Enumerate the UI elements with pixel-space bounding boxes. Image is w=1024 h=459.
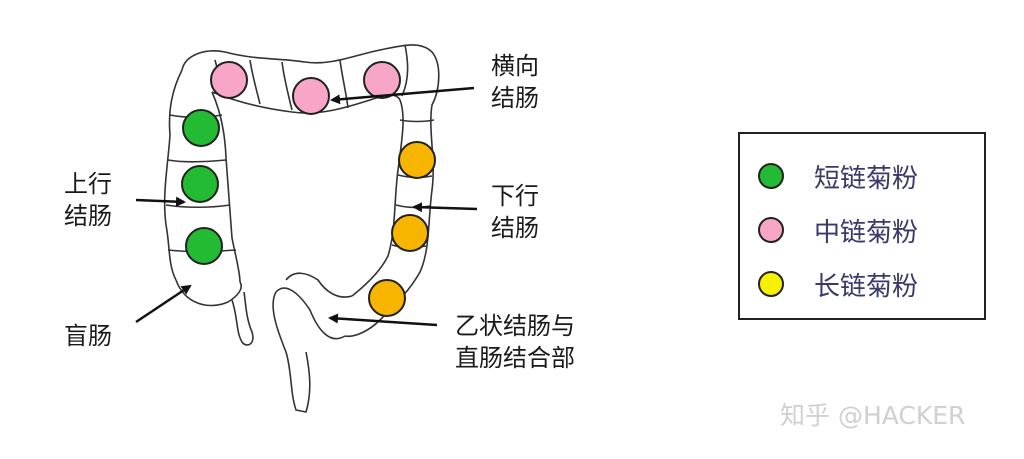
marker-medium-1: [210, 61, 248, 99]
label-descending-colon: 下行 结肠: [491, 180, 539, 244]
legend-item-long: 长链菊粉: [758, 264, 918, 304]
label-cecum: 盲肠: [64, 320, 112, 352]
marker-short-2: [181, 165, 219, 203]
arrow-ascending: [135, 196, 186, 207]
watermark: 知乎 @HACKER: [780, 401, 966, 430]
label-transverse-colon: 横向 结肠: [491, 50, 539, 114]
legend-dot-long: [758, 271, 784, 297]
marker-medium-2: [292, 77, 330, 115]
marker-short-1: [182, 109, 220, 147]
label-sigmoid-rectum: 乙状结肠与 直肠结合部: [455, 310, 575, 374]
label-arrows: [135, 86, 478, 327]
marker-medium-3: [363, 61, 401, 99]
label-descending-line1: 下行: [491, 182, 539, 210]
legend: 短链菊粉 中链菊粉 长链菊粉: [738, 132, 986, 320]
marker-long-3: [368, 279, 406, 317]
arrow-descending: [412, 202, 478, 213]
legend-item-short: 短链菊粉: [758, 156, 918, 196]
arrow-transverse: [330, 86, 475, 105]
label-ascending-line1: 上行: [64, 170, 112, 198]
inulin-markers: [181, 61, 436, 317]
arrow-sigmoid: [328, 313, 438, 327]
label-transverse-line2: 结肠: [491, 84, 539, 112]
label-cecum-text: 盲肠: [64, 322, 112, 350]
marker-short-3: [185, 227, 223, 265]
legend-label-medium: 中链菊粉: [814, 217, 919, 248]
label-descending-line2: 结肠: [491, 214, 539, 242]
label-transverse-line1: 横向: [491, 52, 539, 80]
label-ascending-line2: 结肠: [64, 202, 112, 230]
legend-dot-medium: [758, 217, 784, 243]
legend-dot-short: [758, 163, 784, 189]
legend-label-short: 短链菊粉: [814, 163, 919, 194]
arrow-cecum: [135, 284, 192, 324]
marker-long-1: [398, 141, 436, 179]
label-sigmoid-line2: 直肠结合部: [455, 344, 575, 372]
label-ascending-colon: 上行 结肠: [64, 168, 112, 232]
legend-item-medium: 中链菊粉: [758, 210, 918, 250]
label-sigmoid-line1: 乙状结肠与: [455, 312, 575, 340]
marker-long-2: [391, 214, 429, 252]
legend-label-long: 长链菊粉: [814, 271, 919, 302]
